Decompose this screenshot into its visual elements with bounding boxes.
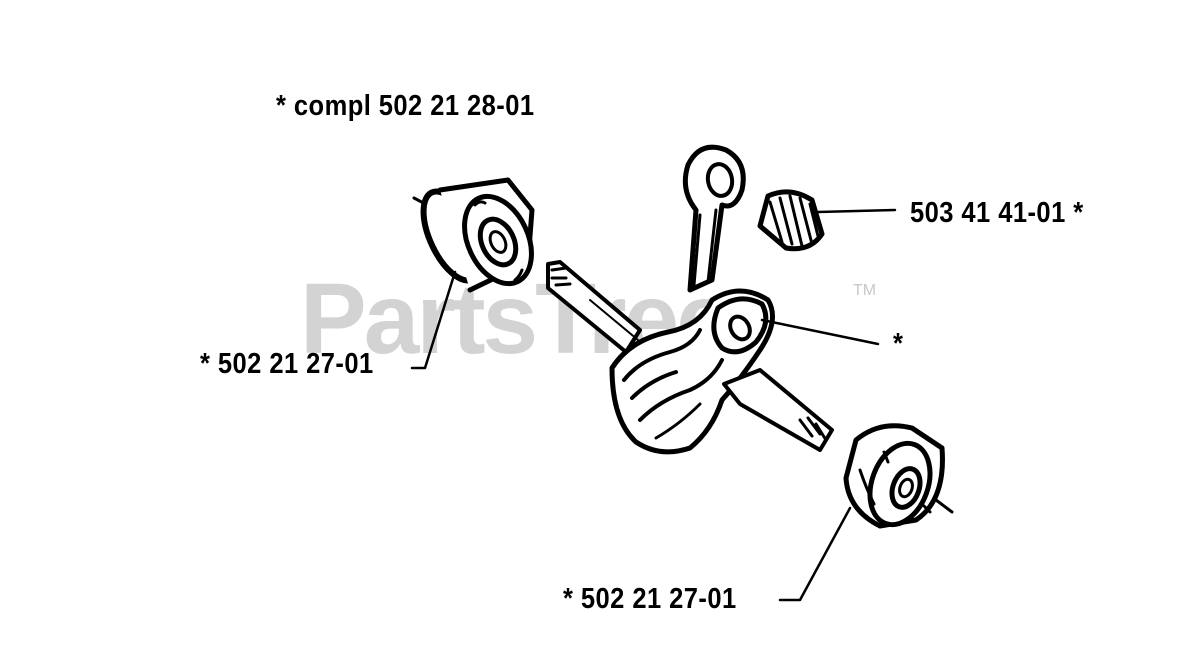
crankshaft-icon (546, 144, 834, 455)
leader-lines (410, 208, 897, 602)
needle-bearing-icon (757, 189, 825, 252)
crankpin-asterisk-label: * (893, 328, 904, 360)
bearing-left-icon (412, 177, 535, 293)
bearing-left-part-number-label: * 502 21 27-01 (200, 348, 374, 380)
assembly-part-number-label: * compl 502 21 28-01 (276, 90, 535, 122)
needle-cage-part-number-label: 503 41 41-01 * (910, 197, 1084, 229)
trademark-mark: TM (853, 282, 877, 299)
bearing-bottom-icon (843, 423, 954, 529)
bearing-bottom-part-number-label: * 502 21 27-01 (563, 583, 737, 615)
